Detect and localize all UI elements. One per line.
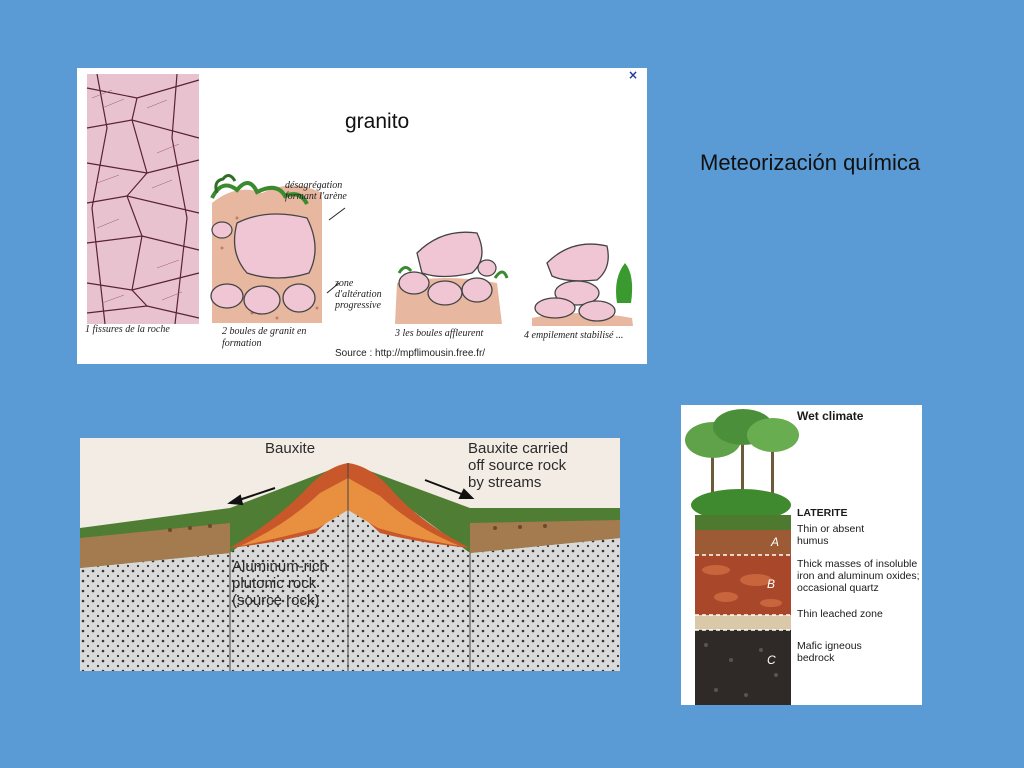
tree-icon: [685, 409, 799, 525]
horizon-c-label: C: [767, 653, 776, 667]
annotation-desagregation: désagrégation formant l'arène: [285, 180, 347, 202]
label-bauxite: Bauxite: [265, 440, 316, 457]
label-oxides: Thick masses of insoluble iron and alumi…: [797, 558, 920, 594]
close-icon[interactable]: ×: [628, 68, 639, 82]
slide-title: Meteorización química: [700, 150, 921, 175]
laterite-soil-profile: [685, 409, 799, 705]
label-bauxite-carried: Bauxite carried off source rock by strea…: [468, 440, 569, 491]
granite-title: granito: [345, 110, 410, 133]
stage-3-boulders-surface: [395, 231, 509, 324]
bauxite-formation-panel: Bauxite Bauxite carried off source rock …: [80, 438, 620, 671]
stage-2-boulders-forming: [210, 174, 322, 323]
horizon-b-label: B: [767, 577, 776, 591]
climate-heading: Wet climate: [797, 409, 864, 423]
stage-2-caption: 2 boules de granit en formation: [222, 326, 307, 349]
bauxite-block-diagram: [80, 463, 620, 671]
annotation-alteration-zone: zone d'altération progressive: [335, 278, 382, 311]
stage-4-caption: 4 empilement stabilisé ...: [524, 330, 624, 341]
label-leached-zone: Thin leached zone: [797, 608, 883, 620]
laterite-profile-panel: A B C Wet climate LATERITE Thin or absen…: [681, 405, 922, 705]
horizon-a-label: A: [771, 535, 780, 549]
stage-4-stable-stack: [532, 243, 633, 326]
stage-1-fissured-rock: [86, 73, 200, 325]
source-credit: Source : http://mpflimousin.free.fr/: [335, 348, 486, 359]
label-humus: Thin or absent humus: [797, 523, 865, 547]
label-bedrock: Mafic igneous bedrock: [797, 640, 862, 664]
label-laterite: LATERITE: [797, 507, 848, 519]
granite-illustration: [86, 73, 633, 326]
label-source-rock: Aluminum-rich plutonic rock (source rock…: [232, 558, 328, 609]
stage-3-caption: 3 les boules affleurent: [395, 328, 484, 339]
stage-1-caption: 1 fissures de la roche: [85, 324, 170, 335]
granite-weathering-panel: × granito désagrégation formant l'arène …: [77, 68, 647, 364]
